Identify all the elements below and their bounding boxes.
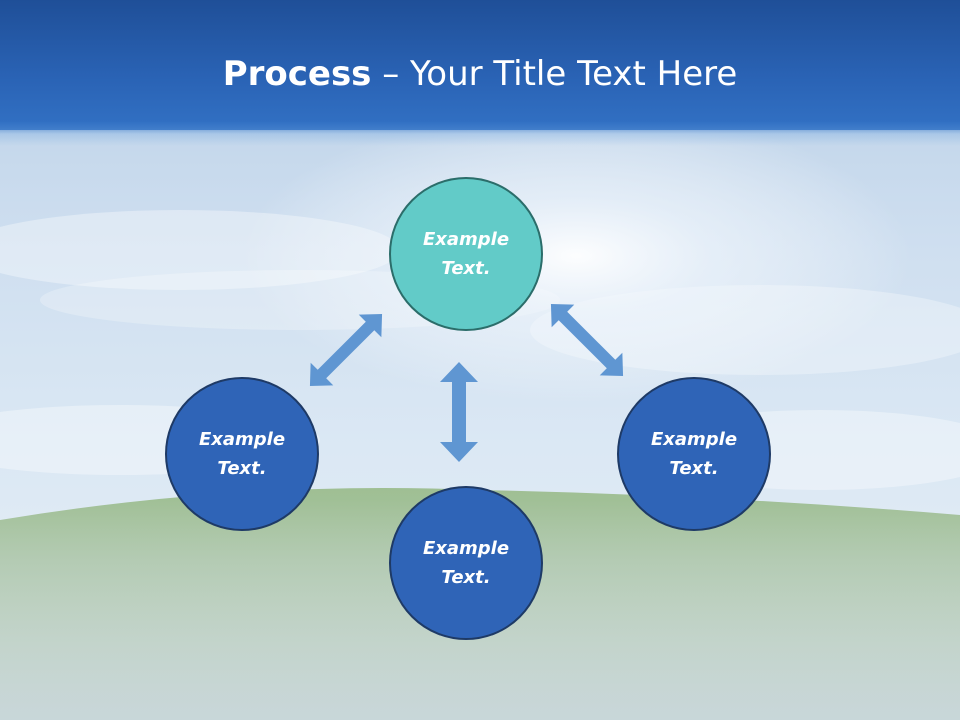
title-bar-fade [0, 122, 960, 146]
slide-title: Process – Your Title Text Here [0, 52, 960, 96]
process-node-bottom-label: Example Text. [422, 538, 510, 588]
title-bold: Process [222, 54, 372, 94]
double-arrow-icon [550, 303, 624, 377]
process-node-right-label: Example Text. [650, 429, 738, 479]
process-node-top: Example Text. [389, 177, 543, 331]
double-arrow-icon [440, 362, 478, 462]
process-node-left-label: Example Text. [198, 429, 286, 479]
process-node-bottom: Example Text. [389, 486, 543, 640]
title-bar [0, 0, 960, 130]
double-arrow-icon [309, 313, 383, 387]
process-node-top-label: Example Text. [422, 229, 510, 279]
process-node-right: Example Text. [617, 377, 771, 531]
process-node-left: Example Text. [165, 377, 319, 531]
title-rest: – Your Title Text Here [371, 54, 738, 94]
